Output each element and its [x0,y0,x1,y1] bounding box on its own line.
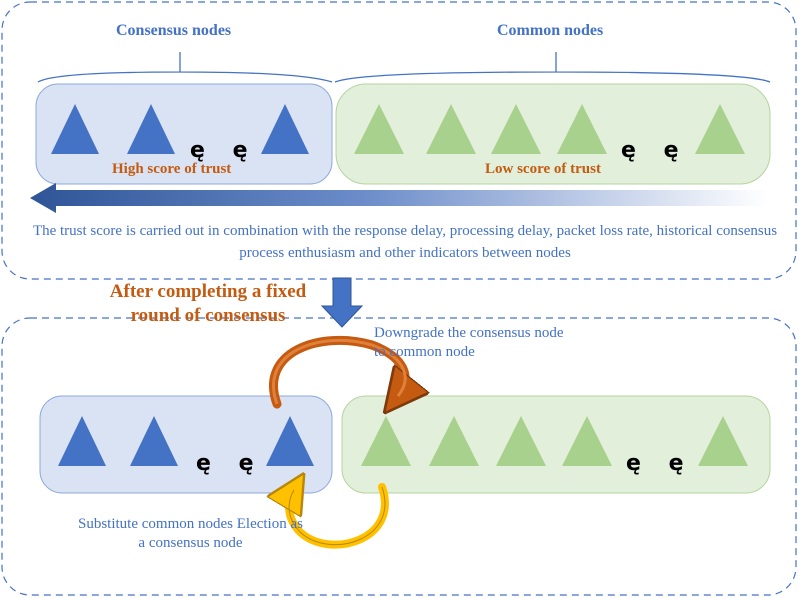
common-ellipsis-bottom: ę ę [626,451,694,476]
consensus-node-triangle [127,104,175,154]
common-node-triangle [695,104,745,154]
common-node-triangle [491,104,541,154]
bottom-panel [1,317,797,596]
common-node-triangle [361,416,411,466]
trust-gradient-arrow [30,183,768,213]
common-node-triangle [557,104,607,154]
common-node-triangle [429,416,479,466]
substitute-curved-arrow [289,487,389,549]
trust-description: The trust score is carried out in combin… [32,223,778,261]
top-consensus-box [35,83,333,185]
consensus-nodes-header: Consensus nodes [116,22,232,39]
common-node-triangle [562,416,612,466]
consensus-node-triangle [130,416,178,466]
downgrade-arrow-highlight [272,338,407,405]
high-trust-label: High score of trust [112,161,232,177]
consensus-bracket [37,52,333,83]
common-node-triangle [426,104,476,154]
common-bracket [334,52,771,83]
consensus-node-triangle [58,416,106,466]
transition-label: After completing a fixed round of consen… [109,281,307,326]
bottom-consensus-box [39,395,333,494]
common-node-triangle [354,104,404,154]
top-panel [1,1,797,280]
common-ellipsis-top: ę ę [621,138,689,163]
consensus-ellipsis-bottom: ę ę [196,451,264,476]
downgrade-label: Downgrade the consensus node to common n… [374,325,564,360]
transition-down-arrow [320,277,364,328]
common-node-triangle [698,416,748,466]
consensus-ellipsis-top: ę ę [190,138,258,163]
common-node-triangle [496,416,546,466]
common-nodes-header: Common nodes [497,22,604,39]
substitute-label: Substitute common nodes Election as a co… [78,516,303,551]
low-trust-label: Low score of trust [485,161,601,177]
top-common-box [335,83,771,185]
consensus-node-triangle [266,416,314,466]
consensus-node-triangle [51,104,99,154]
consensus-node-triangle [261,104,309,154]
substitute-arrow-outline [288,486,386,546]
bottom-common-box [341,395,771,494]
